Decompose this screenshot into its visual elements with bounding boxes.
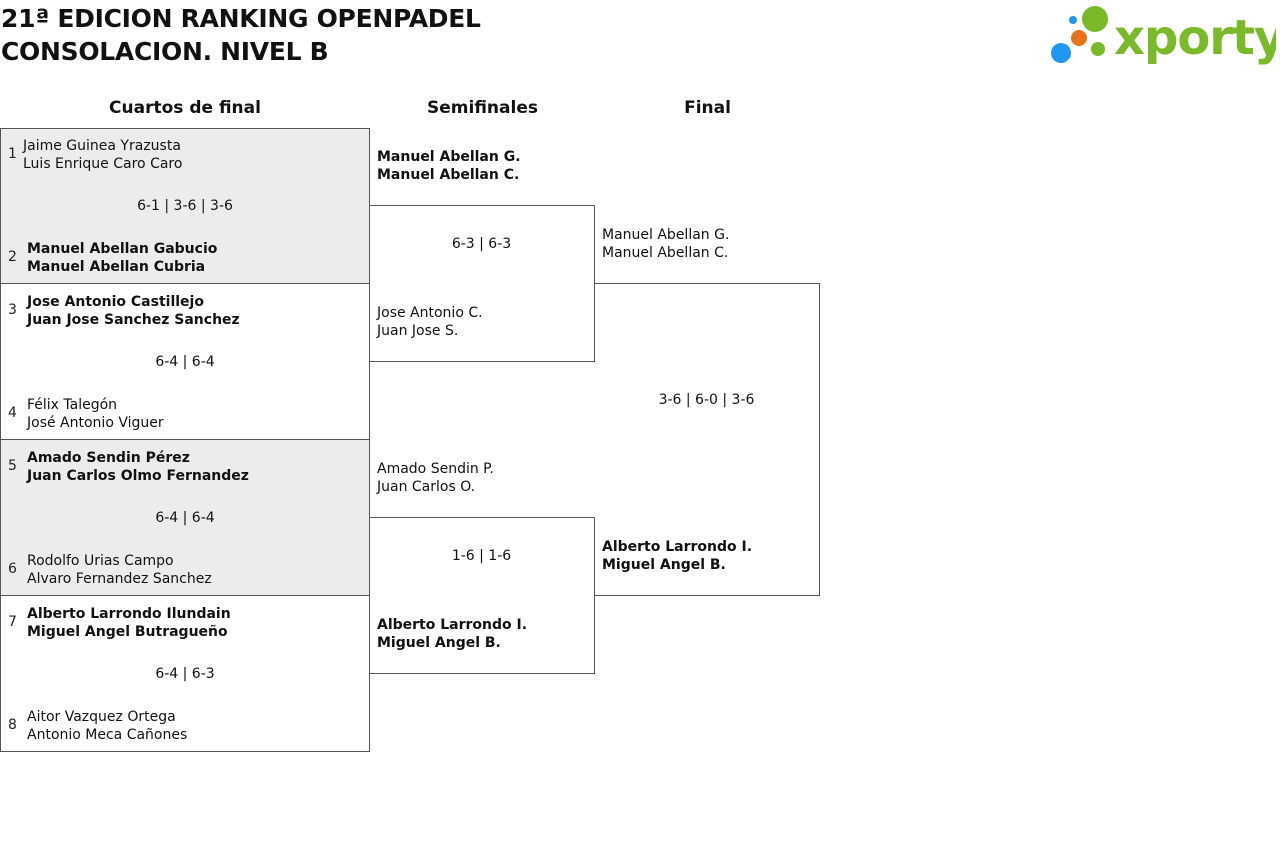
page-title: 21ª EDICION RANKING OPENPADEL CONSOLACIO… (1, 2, 481, 68)
xporty-logo[interactable]: xporty (1050, 4, 1276, 66)
seed-number: 3 (8, 302, 17, 318)
player-name: Juan Jose S. (377, 323, 459, 339)
match-score: 3-6 | 6-0 | 3-6 (658, 392, 755, 408)
player-name: Miguel Angel B. (602, 557, 726, 573)
player-name: Manuel Abellan Cubria (27, 259, 206, 275)
final-match[interactable]: 3-6 | 6-0 | 3-6 (594, 283, 820, 596)
title-line-1: 21ª EDICION RANKING OPENPADEL (1, 4, 481, 33)
player-name: Manuel Abellan Gabucio (27, 241, 218, 257)
player-name: José Antonio Viguer (27, 415, 164, 431)
player-name: Alvaro Fernandez Sanchez (27, 571, 212, 587)
semifinal-team[interactable]: Amado Sendin P. Juan Carlos O. (377, 460, 494, 496)
player-name: Alberto Larrondo I. (602, 539, 753, 555)
semifinal-team[interactable]: Jose Antonio C. Juan Jose S. (377, 304, 483, 340)
player-name: Manuel Abellan G. (602, 227, 730, 243)
player-name: Aitor Vazquez Ortega (27, 709, 176, 725)
player-name: Luis Enrique Caro Caro (23, 156, 183, 172)
quarterfinal-team-winner[interactable]: Alberto Larrondo Ilundain Miguel Angel B… (27, 605, 231, 641)
player-name: Amado Sendin Pérez (27, 450, 190, 466)
seed-number: 4 (8, 405, 17, 421)
semifinal-team-winner[interactable]: Alberto Larrondo I. Miguel Angel B. (377, 616, 527, 652)
round-header-semifinals: Semifinales (427, 98, 538, 118)
player-name: Alberto Larrondo Ilundain (27, 606, 231, 622)
quarterfinal-team[interactable]: Rodolfo Urias Campo Alvaro Fernandez San… (27, 552, 212, 588)
quarterfinal-team-winner[interactable]: Amado Sendin Pérez Juan Carlos Olmo Fern… (27, 449, 249, 485)
player-name: Juan Carlos Olmo Fernandez (27, 468, 249, 484)
player-name: Jaime Guinea Yrazusta (23, 138, 181, 154)
match-score: 6-4 | 6-4 (155, 354, 215, 370)
quarterfinal-team[interactable]: Félix Talegón José Antonio Viguer (27, 396, 164, 432)
player-name: Jose Antonio Castillejo (27, 294, 204, 310)
player-name: Antonio Meca Cañones (27, 727, 188, 743)
logo-blue-dot (1051, 43, 1071, 63)
round-header-final: Final (684, 98, 731, 118)
logo-text: xporty (1114, 10, 1276, 66)
logo-blue-dot-small (1069, 16, 1077, 24)
quarterfinal-match-3[interactable]: 5 Amado Sendin Pérez Juan Carlos Olmo Fe… (0, 439, 370, 596)
seed-number: 2 (8, 249, 17, 265)
quarterfinal-team[interactable]: Jaime Guinea Yrazusta Luis Enrique Caro … (23, 137, 182, 173)
final-team-winner[interactable]: Alberto Larrondo I. Miguel Angel B. (602, 538, 752, 574)
player-name: Manuel Abellan C. (602, 245, 729, 261)
player-name: Manuel Abellan G. (377, 149, 521, 165)
player-name: Juan Carlos O. (377, 479, 476, 495)
quarterfinal-team-winner[interactable]: Manuel Abellan Gabucio Manuel Abellan Cu… (27, 240, 217, 276)
player-name: Rodolfo Urias Campo (27, 553, 174, 569)
player-name: Amado Sendin P. (377, 461, 494, 477)
logo-orange-dot (1071, 30, 1087, 46)
match-score: 6-4 | 6-4 (155, 510, 215, 526)
quarterfinal-match-2[interactable]: 3 Jose Antonio Castillejo Juan Jose Sanc… (0, 283, 370, 440)
round-header-quarterfinals: Cuartos de final (109, 98, 261, 118)
semifinal-team-winner[interactable]: Manuel Abellan G. Manuel Abellan C. (377, 148, 521, 184)
logo-green-dot-small (1091, 42, 1105, 56)
player-name: Miguel Angel Butragueño (27, 624, 228, 640)
quarterfinal-team[interactable]: Aitor Vazquez Ortega Antonio Meca Cañone… (27, 708, 187, 744)
player-name: Miguel Angel B. (377, 635, 501, 651)
match-score: 6-1 | 3-6 | 3-6 (137, 198, 233, 214)
seed-number: 1 (8, 146, 17, 162)
logo-green-dot-large (1082, 6, 1108, 32)
player-name: Jose Antonio C. (377, 305, 483, 321)
seed-number: 7 (8, 614, 17, 630)
seed-number: 5 (8, 458, 17, 474)
player-name: Juan Jose Sanchez Sanchez (27, 312, 240, 328)
quarterfinal-match-1[interactable]: 1 Jaime Guinea Yrazusta Luis Enrique Car… (0, 128, 370, 284)
seed-number: 6 (8, 561, 17, 577)
player-name: Félix Talegón (27, 397, 118, 413)
match-score: 6-3 | 6-3 (451, 236, 512, 252)
player-name: Manuel Abellan C. (377, 167, 520, 183)
match-score: 6-4 | 6-3 (155, 666, 215, 682)
player-name: Alberto Larrondo I. (377, 617, 528, 633)
quarterfinal-team-winner[interactable]: Jose Antonio Castillejo Juan Jose Sanche… (27, 293, 240, 329)
seed-number: 8 (8, 717, 17, 733)
match-score: 1-6 | 1-6 (451, 548, 512, 564)
title-line-2: CONSOLACION. NIVEL B (1, 37, 329, 66)
final-team[interactable]: Manuel Abellan G. Manuel Abellan C. (602, 226, 729, 262)
quarterfinal-match-4[interactable]: 7 Alberto Larrondo Ilundain Miguel Angel… (0, 595, 370, 752)
